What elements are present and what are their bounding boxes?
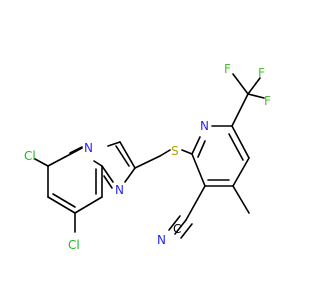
- bond: [231, 93, 249, 127]
- bond: [93, 160, 103, 167]
- atom-labels: Cl Cl N N S N N C F F F: [24, 62, 271, 252]
- bond: [197, 140, 206, 158]
- bonds: [34, 73, 265, 239]
- bond: [47, 156, 66, 167]
- bond: [34, 158, 49, 167]
- bond: [47, 196, 76, 214]
- nitrogen-label: N: [115, 183, 124, 197]
- bond: [247, 93, 265, 99]
- fluorine-label: F: [264, 94, 271, 108]
- molecule-diagram: Cl Cl N N S N N C F F F: [24, 62, 271, 252]
- fluorine-label: F: [224, 62, 231, 76]
- bond: [107, 141, 121, 147]
- bond: [181, 149, 193, 155]
- bond: [232, 73, 249, 95]
- bond: [64, 147, 83, 158]
- fluorine-label: F: [258, 66, 265, 80]
- nitrogen-label: N: [84, 141, 93, 155]
- carbon-label: C: [173, 222, 181, 236]
- bond: [52, 193, 76, 208]
- bond: [74, 196, 103, 214]
- nitrogen-label: N: [157, 233, 166, 247]
- bond: [103, 175, 113, 189]
- bond: [168, 215, 181, 231]
- bond: [232, 157, 250, 187]
- bond: [185, 185, 206, 221]
- bond: [180, 223, 193, 239]
- bond: [228, 133, 244, 161]
- bond: [232, 185, 250, 214]
- sulfur-label: S: [171, 144, 179, 158]
- bond: [101, 165, 114, 183]
- bond: [124, 167, 136, 183]
- bond: [247, 77, 261, 95]
- bond: [159, 149, 171, 157]
- chlorine-label: Cl: [68, 238, 80, 252]
- bond: [134, 155, 161, 169]
- bond: [174, 219, 187, 235]
- bond: [231, 125, 250, 159]
- molecule-structure: Cl Cl N N S N N C F F F: [24, 62, 271, 252]
- bond: [69, 146, 83, 154]
- nitrogen-label: N: [200, 119, 209, 133]
- bond: [191, 153, 206, 187]
- bond: [115, 145, 130, 167]
- bond: [119, 141, 136, 169]
- bond: [191, 136, 201, 155]
- chlorine-label: Cl: [24, 149, 36, 163]
